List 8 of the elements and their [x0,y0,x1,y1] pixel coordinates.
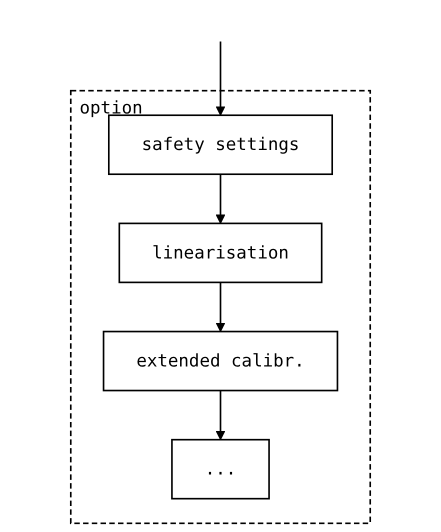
arrow [216,390,226,440]
node-box: extended calibr. [102,330,338,392]
node-box: ... [171,438,270,500]
arrow [216,174,226,224]
node-box: linearisation [118,222,322,284]
node-box: safety settings [108,114,334,176]
arrow [216,42,226,116]
arrow [216,282,226,332]
